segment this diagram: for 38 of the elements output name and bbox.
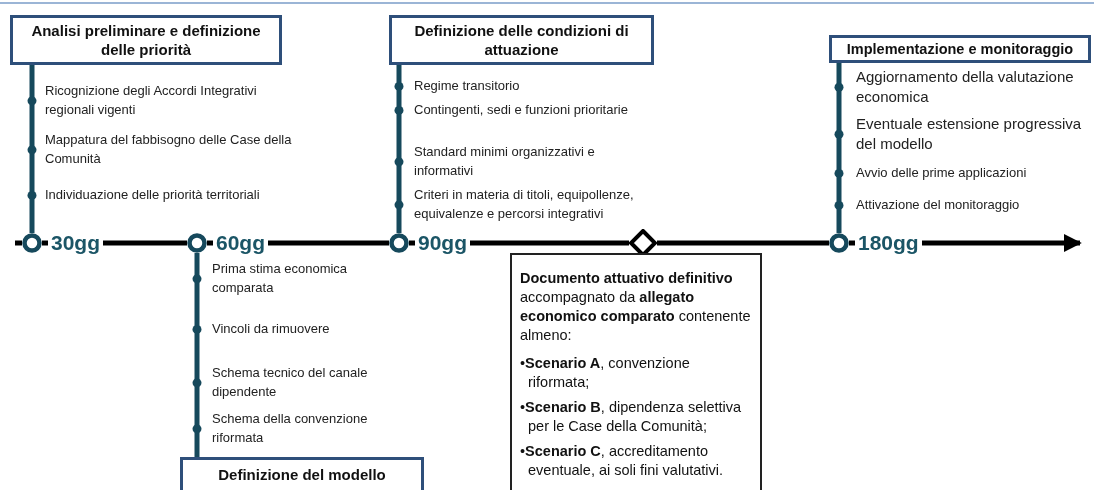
phase-box: [10, 15, 282, 65]
activity-item: Schema della convenzione riformata: [212, 410, 369, 447]
activity-item: Schema tecnico del canale dipendente: [212, 364, 369, 401]
activity-item: Contingenti, sedi e funzioni prioritarie: [414, 101, 629, 119]
document-panel: [510, 253, 762, 490]
activity-item: Prima stima economica comparata: [212, 260, 349, 297]
activity-item: Individuazione delle priorità territoriali: [45, 186, 261, 204]
activity-item: Aggiornamento della valutazione economica: [856, 67, 1075, 108]
phase-title: Definizione del modello: [218, 465, 386, 485]
timeline-stem: [29, 65, 35, 233]
activity-item: Regime transitorio: [414, 77, 521, 95]
scenario-item: •Scenario B, dipendenza selettiva per le Case della Comunità;: [520, 398, 743, 436]
timeline-line: [15, 240, 22, 246]
phase-box: [389, 15, 654, 65]
activity-item: Criteri in materia di titoli, equipollenze, equivalenze e percorsi integrativi: [414, 186, 635, 223]
timeline-line: [657, 240, 829, 246]
activity-item: Attivazione del monitoraggio: [856, 196, 1021, 214]
document-description: Documento attuativo definitivo accompagnato da allegato economico comparato contenente almeno:: [520, 269, 752, 345]
milestone-circle: [187, 233, 207, 253]
scenario-item: •Scenario A, convenzione riformata;: [520, 354, 691, 393]
phase-box: [829, 35, 1091, 63]
phase-box: [180, 457, 424, 490]
milestone-circle: [22, 233, 42, 253]
activity-item: Ricognizione degli Accordi Integrativi regionali vigenti: [45, 82, 258, 119]
phase-title: Analisi preliminare e definizione delle priorità: [30, 20, 262, 60]
activity-item: Vincoli da rimuovere: [212, 320, 331, 338]
activity-item: Eventuale estensione progressiva del modello: [856, 114, 1083, 155]
timeline-stem: [194, 253, 200, 457]
timeline-stem: [396, 65, 402, 233]
milestone-circle: [389, 233, 409, 253]
activity-item: Avvio delle prime applicazioni: [856, 164, 1028, 182]
phase-title: Definizione delle condizioni di attuazione: [413, 20, 630, 60]
milestone-circle: [829, 233, 849, 253]
activity-item: Mappatura del fabbisogno delle Case della Comunità: [45, 131, 293, 168]
scenario-item: •Scenario C, accreditamento eventuale, ai soli fini valutativi.: [520, 441, 725, 480]
timeline-stem: [836, 63, 842, 233]
activity-item: Standard minimi organizzativi e informativi: [414, 143, 596, 180]
phase-title: Implementazione e monitoraggio: [846, 39, 1074, 59]
